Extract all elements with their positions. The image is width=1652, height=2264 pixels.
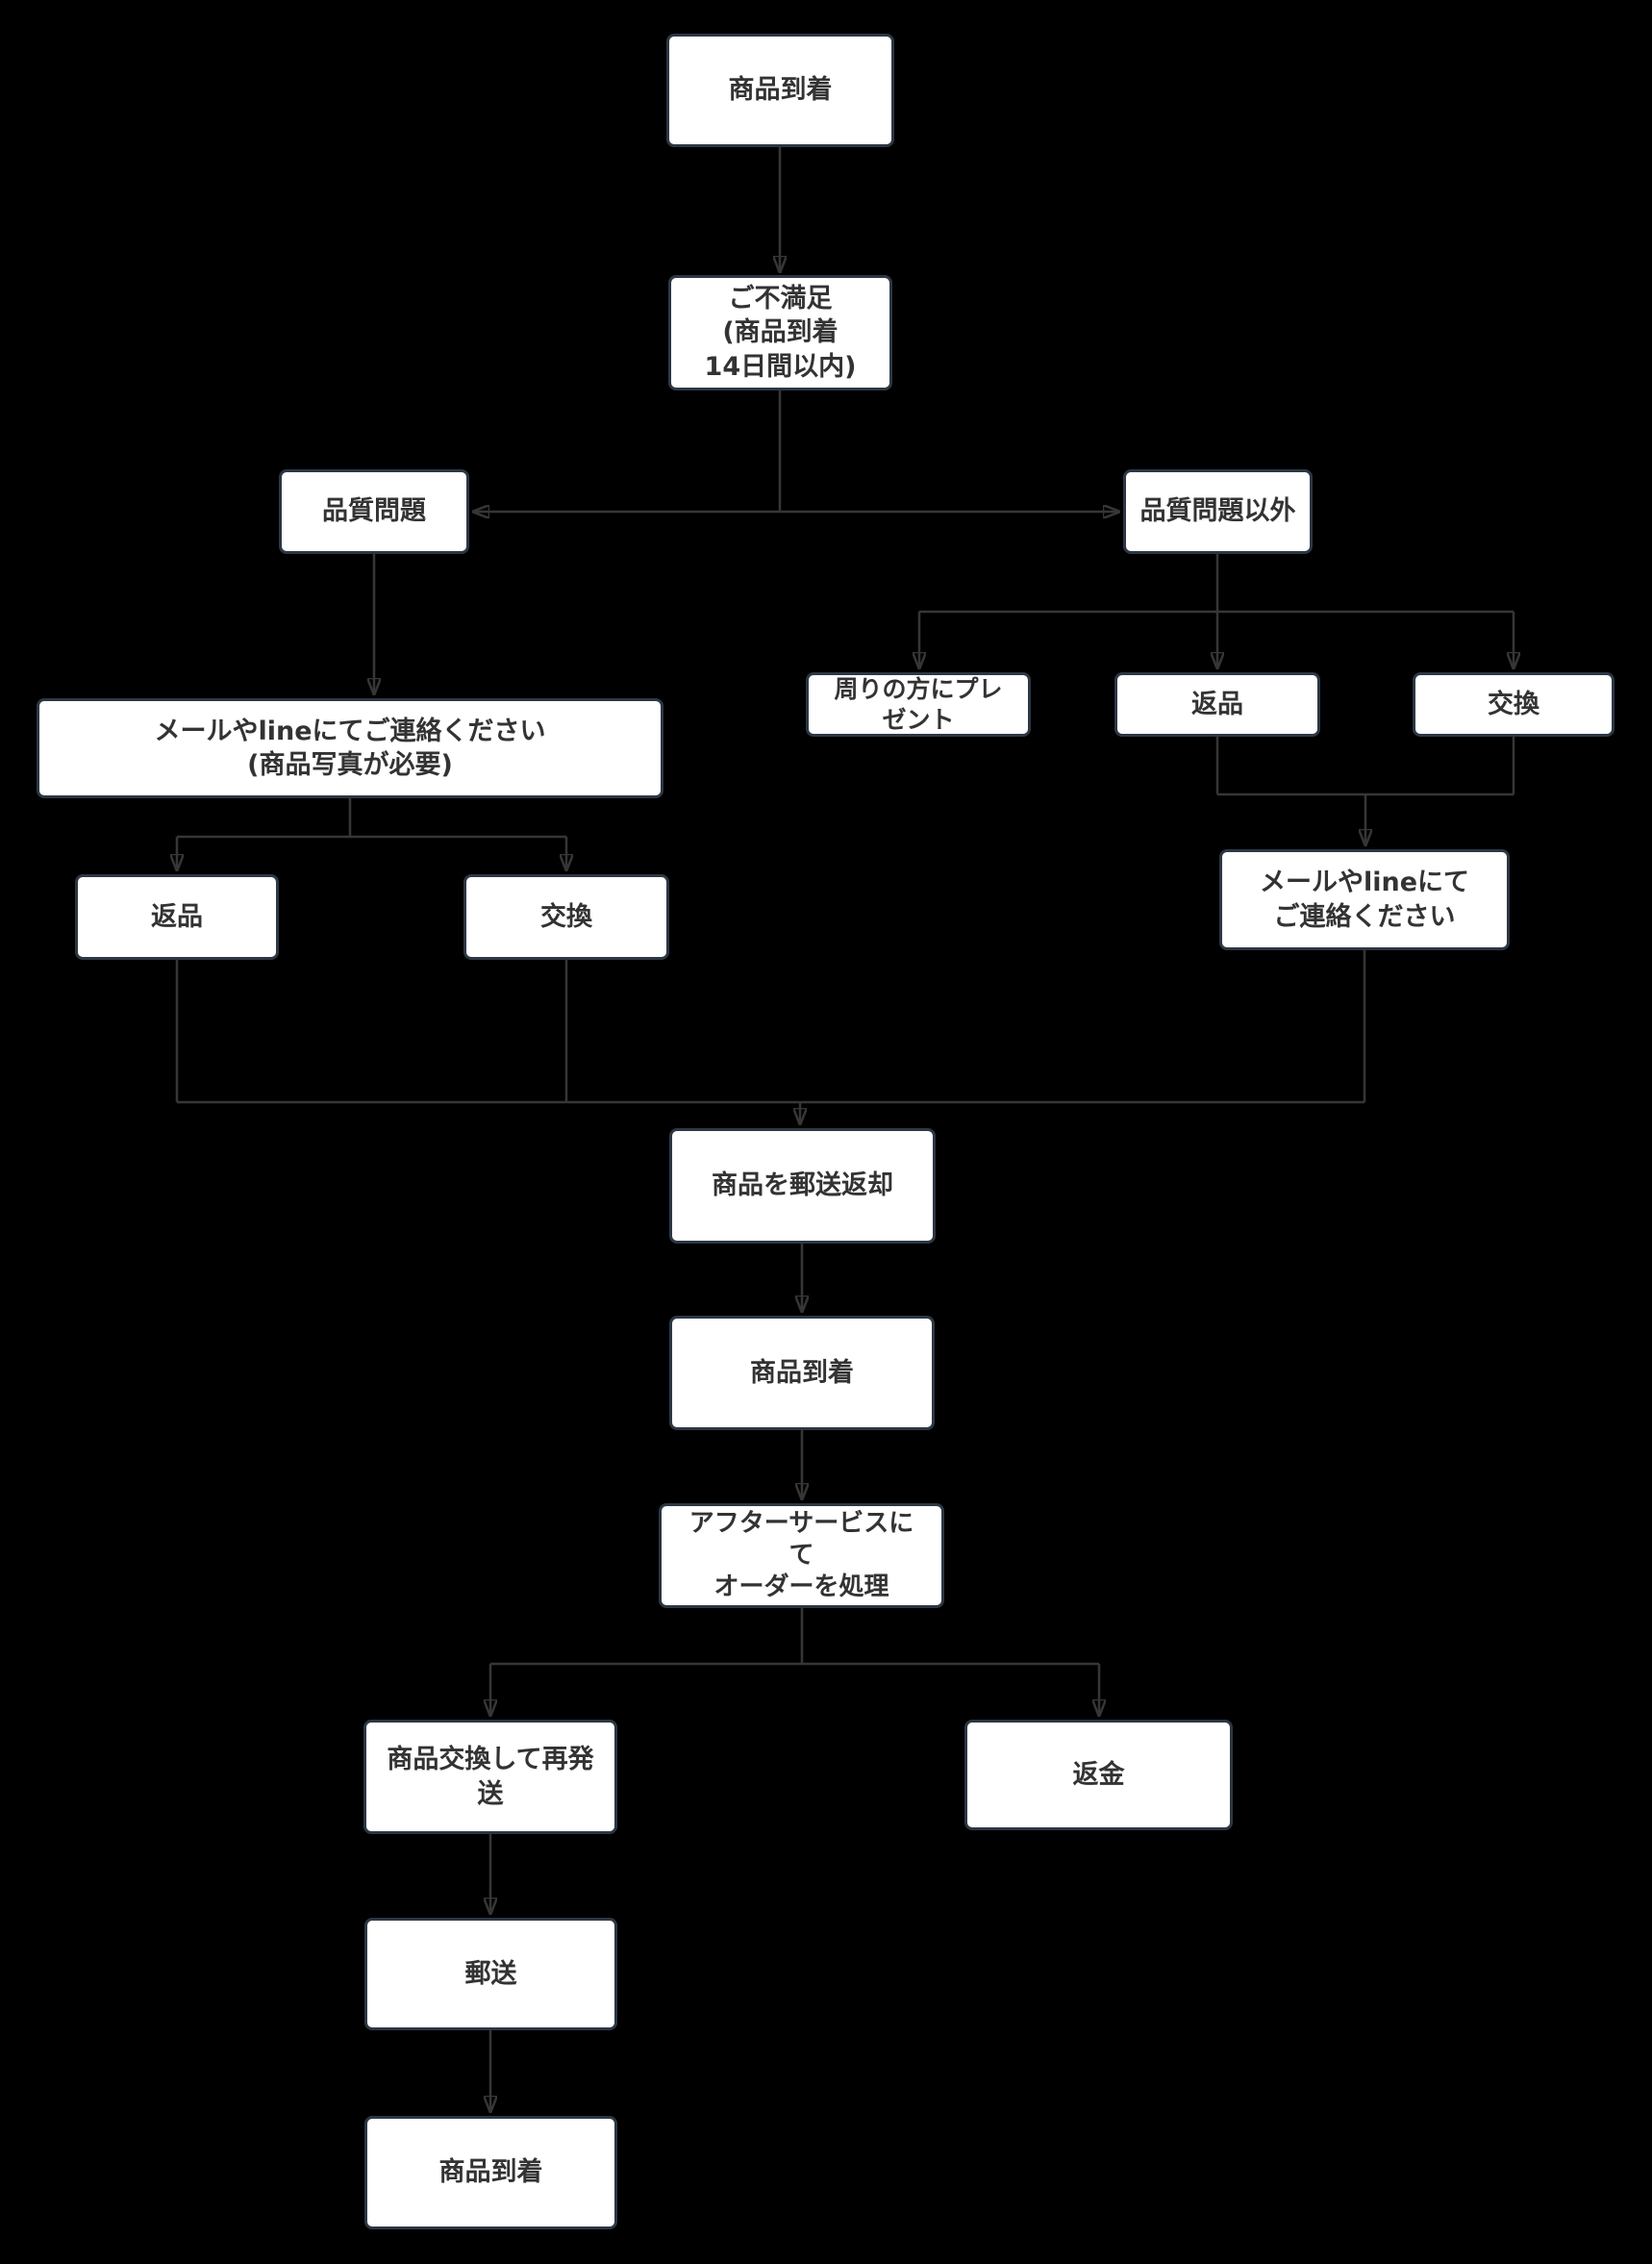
node-label: 周りの方にプレ ゼント: [834, 675, 1003, 734]
node-label: 商品到着: [750, 1357, 854, 1388]
node-label: 商品を郵送返却: [712, 1170, 893, 1201]
node-label: 商品到着: [728, 75, 833, 106]
node-label: 返品: [1191, 689, 1243, 719]
node-label: メールやlineにてご連絡ください (商品写真が必要): [154, 716, 546, 780]
node-label: 品質問題以外: [1139, 496, 1296, 527]
node-refund: 返金: [964, 1720, 1233, 1830]
node-contact-email-line-photo: メールやlineにてご連絡ください (商品写真が必要): [37, 698, 663, 798]
node-quality-issue: 品質問題: [279, 469, 469, 554]
node-label: メールやlineにて ご連絡ください: [1259, 868, 1470, 932]
node-mail: 郵送: [364, 1918, 617, 2030]
node-label: ご不満足 (商品到着 14日間以内): [704, 284, 857, 382]
node-contact-email-line: メールやlineにて ご連絡ください: [1219, 849, 1510, 950]
node-label: 商品到着: [438, 2157, 543, 2188]
node-dissatisfaction: ご不満足 (商品到着 14日間以内): [668, 275, 892, 390]
node-label: 交換: [540, 901, 592, 932]
node-return-left: 返品: [75, 874, 279, 960]
node-exchange-right: 交換: [1413, 672, 1614, 737]
node-label: 品質問題: [322, 496, 426, 527]
node-label: 返品: [151, 901, 203, 932]
node-exchange-reship: 商品交換して再発 送: [363, 1720, 617, 1834]
node-mail-return: 商品を郵送返却: [669, 1128, 936, 1244]
node-exchange-left: 交換: [463, 874, 669, 960]
node-label: 返金: [1072, 1759, 1125, 1790]
node-label: 郵送: [464, 1958, 517, 1989]
node-gift-to-others: 周りの方にプレ ゼント: [806, 672, 1031, 737]
node-label: アフターサービスに て オーダーを処理: [688, 1508, 914, 1602]
node-return-right: 返品: [1114, 672, 1320, 737]
node-non-quality-issue: 品質問題以外: [1123, 469, 1313, 554]
node-label: 商品交換して再発 送: [387, 1745, 594, 1809]
node-label: 交換: [1488, 689, 1539, 719]
node-arrival-2: 商品到着: [669, 1316, 935, 1430]
node-arrival-1: 商品到着: [666, 34, 894, 147]
node-after-service: アフターサービスに て オーダーを処理: [659, 1503, 944, 1608]
node-arrival-3: 商品到着: [364, 2116, 617, 2229]
